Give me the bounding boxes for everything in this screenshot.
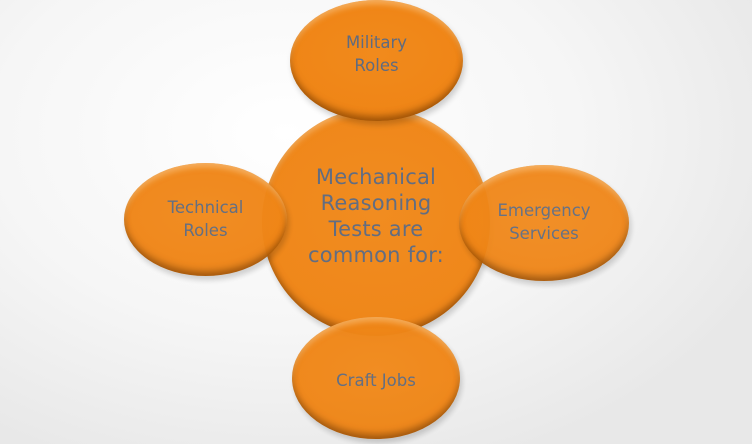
satellite-label: Emergency Services [497, 201, 591, 243]
satellite-technical-roles: Technical Roles [124, 163, 287, 276]
satellite-label: Military Roles [345, 32, 408, 75]
center-node: Mechanical Reasoning Tests are common fo… [262, 108, 490, 336]
satellite-craft-jobs: Craft Jobs [292, 317, 460, 439]
satellite-label: Technical Roles [167, 197, 244, 240]
satellite-emergency-services: Emergency Services [459, 165, 629, 281]
center-node-label: Mechanical Reasoning Tests are common fo… [308, 165, 444, 267]
satellite-military-roles: Military Roles [290, 0, 463, 121]
satellite-label: Craft Jobs [336, 370, 416, 390]
